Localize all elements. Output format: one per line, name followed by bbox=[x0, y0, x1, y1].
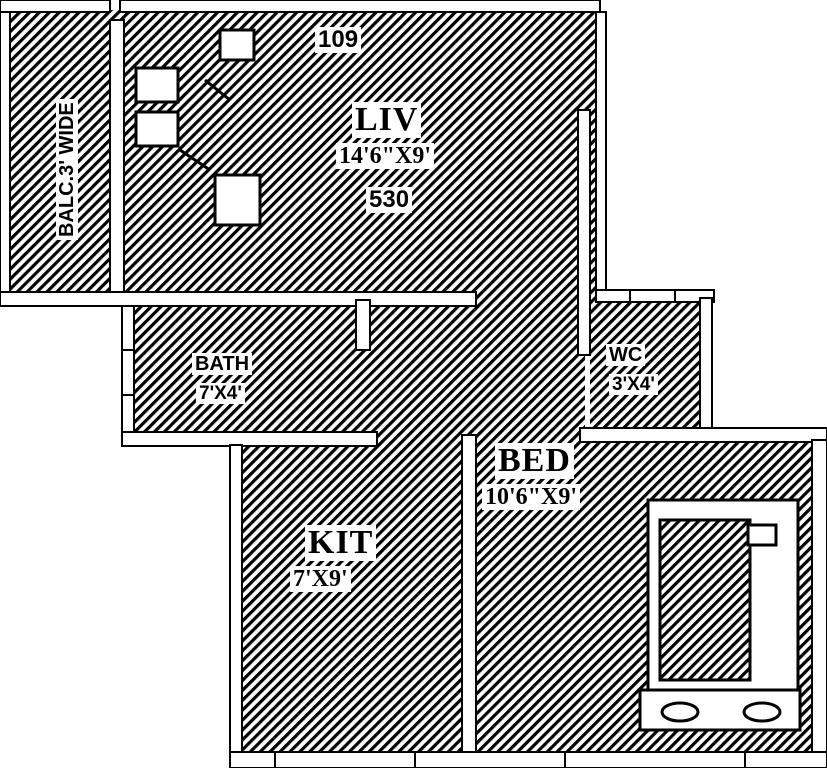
sofa-icon-2 bbox=[134, 110, 180, 148]
kitchen-floor bbox=[240, 445, 465, 755]
room-name-kit: KIT bbox=[305, 525, 377, 561]
wall-bath-stub bbox=[355, 299, 371, 351]
room-area-liv: 530 bbox=[366, 187, 413, 213]
window-bath bbox=[121, 349, 135, 396]
wall-left bbox=[0, 11, 11, 303]
bed-furniture bbox=[638, 498, 802, 732]
wc-floor bbox=[590, 298, 708, 435]
bed-pillow bbox=[746, 523, 778, 547]
room-name-liv: LIV bbox=[352, 102, 422, 138]
wall-right-top bbox=[595, 11, 607, 298]
sofa-icon bbox=[134, 66, 180, 104]
pillow-icon bbox=[660, 701, 700, 723]
room-dim-kit: 7'X9' bbox=[290, 566, 351, 592]
room-name-bath: BATH bbox=[192, 353, 253, 375]
wall-bath-bottom bbox=[121, 431, 378, 447]
room-name-balcony: BALC.3' WIDE bbox=[56, 99, 78, 240]
window-kitchen bbox=[274, 751, 416, 768]
wall-kit-left bbox=[229, 444, 243, 768]
windows bbox=[121, 289, 746, 768]
wall-bed-right bbox=[811, 439, 827, 768]
window-wc bbox=[629, 289, 676, 303]
room-dim-bed: 10'6"X9' bbox=[482, 484, 580, 510]
window-bedroom bbox=[564, 751, 746, 768]
table-icon bbox=[213, 173, 262, 227]
room-name-wc: WC bbox=[606, 344, 646, 366]
living-corridor-floor bbox=[370, 295, 585, 445]
room-name-bed: BED bbox=[495, 443, 574, 479]
room-dim-wc: 3'X4' bbox=[609, 374, 658, 395]
top-code-label: 109 bbox=[315, 27, 362, 53]
living-furniture bbox=[134, 28, 262, 227]
armchair-icon bbox=[218, 28, 256, 62]
pillow-icon-2 bbox=[742, 701, 782, 723]
wall-bed-top bbox=[579, 427, 827, 443]
wall-liv-bottom bbox=[0, 291, 477, 307]
wall-liv-right bbox=[577, 109, 591, 356]
room-dim-liv: 14'6"X9' bbox=[336, 143, 434, 169]
bed-mattress bbox=[658, 518, 752, 682]
wall-top-left bbox=[0, 0, 111, 13]
wall-balcony-divider bbox=[109, 19, 125, 296]
wall-top bbox=[119, 0, 601, 13]
wall-kit-bed bbox=[461, 434, 477, 768]
room-dim-bath: 7'X4' bbox=[196, 383, 245, 404]
wall-wc-right bbox=[699, 297, 713, 429]
